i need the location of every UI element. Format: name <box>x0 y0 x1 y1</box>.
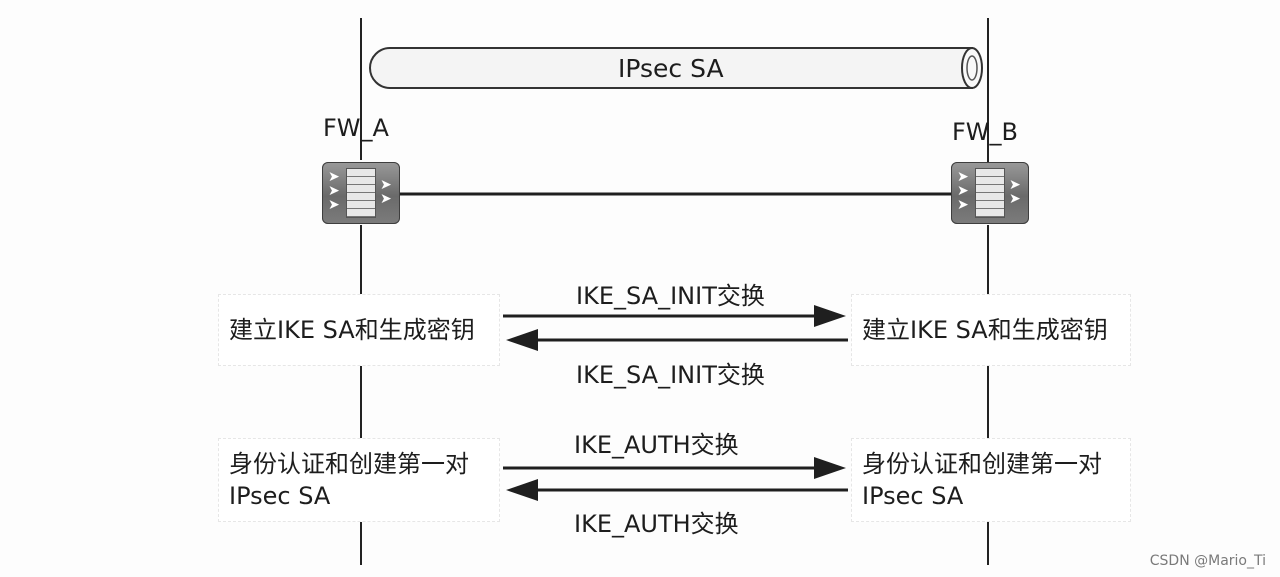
exchange-2-backward-label: IKE_AUTH交换 <box>574 510 739 538</box>
exchange-2-backward-arrow <box>506 479 848 501</box>
exchange-2-forward-label: IKE_AUTH交换 <box>574 431 739 459</box>
device-name-fw-a: FW_A <box>323 114 389 142</box>
step-box-left-1: 建立IKE SA和生成密钥 <box>218 294 500 366</box>
step-box-left-2: 身份认证和创建第一对 IPsec SA <box>218 438 500 522</box>
step-box-right-1: 建立IKE SA和生成密钥 <box>851 294 1131 366</box>
step-left-2-line-1: 身份认证和创建第一对 <box>229 450 469 478</box>
device-name-fw-b: FW_B <box>952 118 1018 146</box>
exchange-2-forward-arrow <box>503 457 846 479</box>
step-left-1-line-1: 建立IKE SA和生成密钥 <box>229 316 475 344</box>
exchange-1-backward-label: IKE_SA_INIT交换 <box>576 361 765 389</box>
tunnel-label: IPsec SA <box>618 54 724 83</box>
exchange-1-forward-label: IKE_SA_INIT交换 <box>576 282 765 310</box>
step-box-right-2: 身份认证和创建第一对 IPsec SA <box>851 438 1131 522</box>
ipsec-tunnel-pipe <box>369 47 983 89</box>
step-left-2-line-2: IPsec SA <box>229 482 331 510</box>
exchange-1-forward-arrow <box>503 305 846 327</box>
step-right-2-line-2: IPsec SA <box>862 482 964 510</box>
firewall-icon-fw-b: ➤➤➤ ➤➤ <box>951 162 1029 224</box>
step-right-1-line-1: 建立IKE SA和生成密钥 <box>862 316 1108 344</box>
exchange-1-backward-arrow <box>506 329 848 351</box>
watermark-text: CSDN @Mario_Ti <box>1149 553 1266 569</box>
step-right-2-line-1: 身份认证和创建第一对 <box>862 450 1102 478</box>
firewall-icon-fw-a: ➤➤➤ ➤➤ <box>322 162 400 224</box>
